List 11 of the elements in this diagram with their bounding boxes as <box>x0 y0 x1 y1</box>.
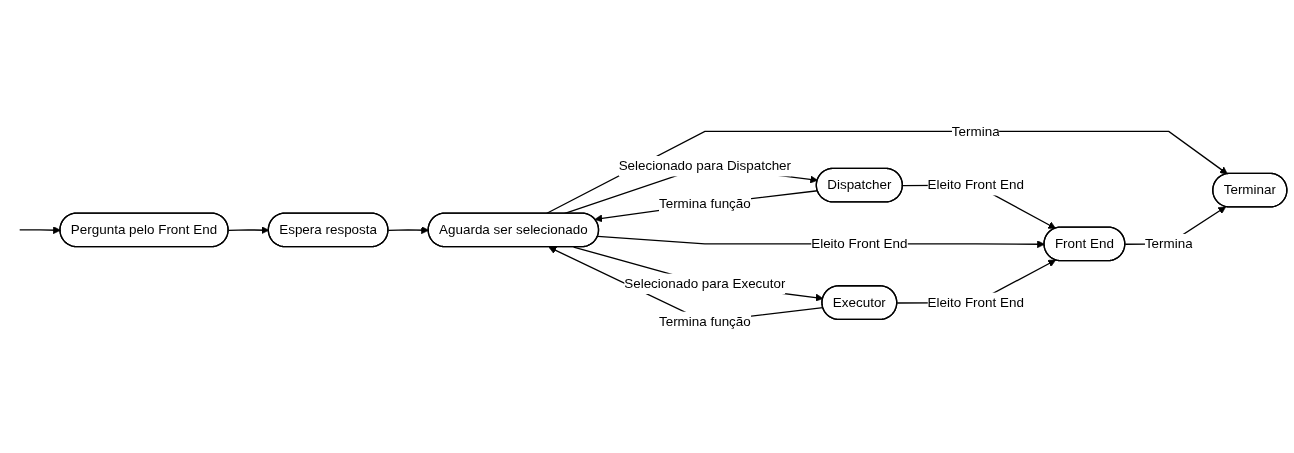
edge-label: Termina <box>951 123 1000 139</box>
arrow <box>387 226 429 235</box>
edge-label: Eleito Front End <box>927 294 1024 310</box>
edge-label: Eleito Front End <box>811 235 908 251</box>
edge-label: Termina <box>1144 235 1193 251</box>
edge-label: Eleito Front End <box>927 176 1024 193</box>
edge-label: Termina função <box>658 195 751 212</box>
arrow <box>19 226 61 235</box>
edge-label: Selecionado para Dispatcher <box>618 157 792 174</box>
edge-label: Selecionado para Executor <box>624 275 786 291</box>
edge-label: Termina função <box>658 313 751 329</box>
